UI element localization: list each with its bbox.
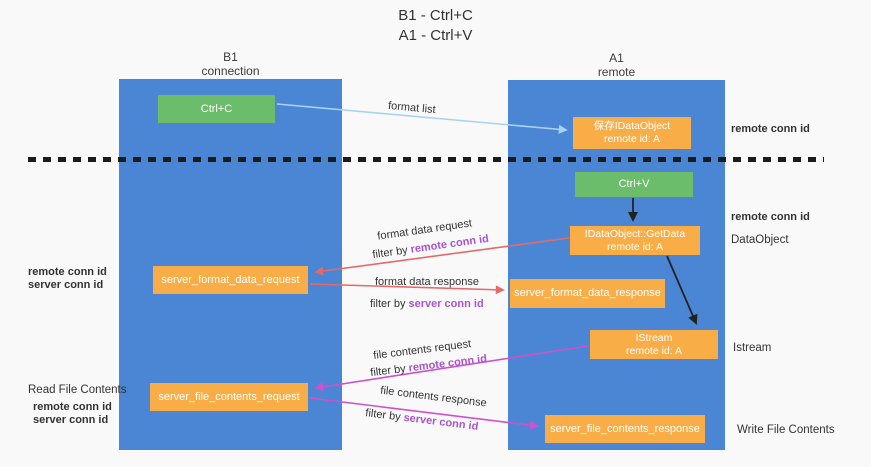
lane-b1-role: connection <box>201 64 260 78</box>
server-file-contents-response-node: server_file_contents_response <box>545 415 705 443</box>
ctrl-v-label: Ctrl+V <box>618 178 650 190</box>
remote-conn-id-annotation-left: remote conn id <box>28 266 107 278</box>
save-idataobject-node: 保存IDataObject remote id: A <box>573 117 691 149</box>
server-format-data-request-node: server_format_data_request <box>153 266 308 294</box>
filter-by-text: filter by <box>370 298 406 310</box>
istream-line1: IStream <box>635 331 673 344</box>
diagram-title: B1 - Ctrl+C A1 - Ctrl+V <box>0 6 871 46</box>
getdata-line2: remote id: A <box>606 240 664 253</box>
title-line-1: B1 - Ctrl+C <box>398 7 473 24</box>
ctrl-c-node: Ctrl+C <box>158 95 275 123</box>
write-file-contents-annotation: Write File Contents <box>737 424 835 436</box>
lane-b1-name: B1 <box>223 50 238 64</box>
lane-header-a1: A1 remote <box>508 51 725 79</box>
save-idataobject-line2: remote id: A <box>603 133 661 145</box>
filter-by-text: filter by <box>364 407 402 424</box>
title-line-2: A1 - Ctrl+V <box>398 27 473 44</box>
istream-node: IStream remote id: A <box>590 330 718 359</box>
server-conn-id-annotation-left2: server conn id <box>33 414 109 426</box>
server-conn-id-annotation-left: server conn id <box>28 279 104 291</box>
ctrl-c-label: Ctrl+C <box>200 102 233 115</box>
format-list-label: format list <box>387 99 437 117</box>
getdata-line1: IDataObject::GetData <box>584 227 686 240</box>
ctrl-v-node: Ctrl+V <box>575 172 693 197</box>
server-file-contents-request-label: server_file_contents_request <box>158 390 300 403</box>
server-file-contents-request-node: server_file_contents_request <box>150 383 308 411</box>
server-format-data-response-node: server_format_data_response <box>510 279 665 308</box>
format-data-response-label: format data response <box>375 276 479 288</box>
filter-by-text: filter by <box>371 244 409 262</box>
lane-header-b1: B1 connection <box>119 50 342 78</box>
lane-a1-role: remote <box>597 65 636 79</box>
server-file-contents-response-label: server_file_contents_response <box>550 422 700 435</box>
dashed-divider <box>28 157 824 162</box>
read-file-contents-annotation: Read File Contents <box>28 384 127 396</box>
server-format-data-response-label: server_format_data_response <box>514 287 661 299</box>
server-conn-id-text: server conn id <box>402 411 479 433</box>
file-contents-response-label: file contents response <box>379 384 488 410</box>
server-format-data-request-label: server_format_data_request <box>161 273 300 286</box>
save-idataobject-line1: 保存IDataObject <box>593 120 671 132</box>
idataobject-getdata-node: IDataObject::GetData remote id: A <box>570 226 700 255</box>
remote-conn-id-annotation-mid-right: remote conn id <box>731 211 810 223</box>
lane-a1-name: A1 <box>609 51 624 65</box>
istream-line2: remote id: A <box>625 344 683 357</box>
istream-annotation: Istream <box>733 342 772 354</box>
filter-by-text: filter by <box>369 362 407 380</box>
server-conn-id-text: server conn id <box>408 298 484 310</box>
dataobject-annotation: DataObject <box>731 234 789 246</box>
remote-conn-id-annotation-left2: remote conn id <box>33 401 112 413</box>
remote-conn-id-annotation-top-right: remote conn id <box>731 123 810 135</box>
